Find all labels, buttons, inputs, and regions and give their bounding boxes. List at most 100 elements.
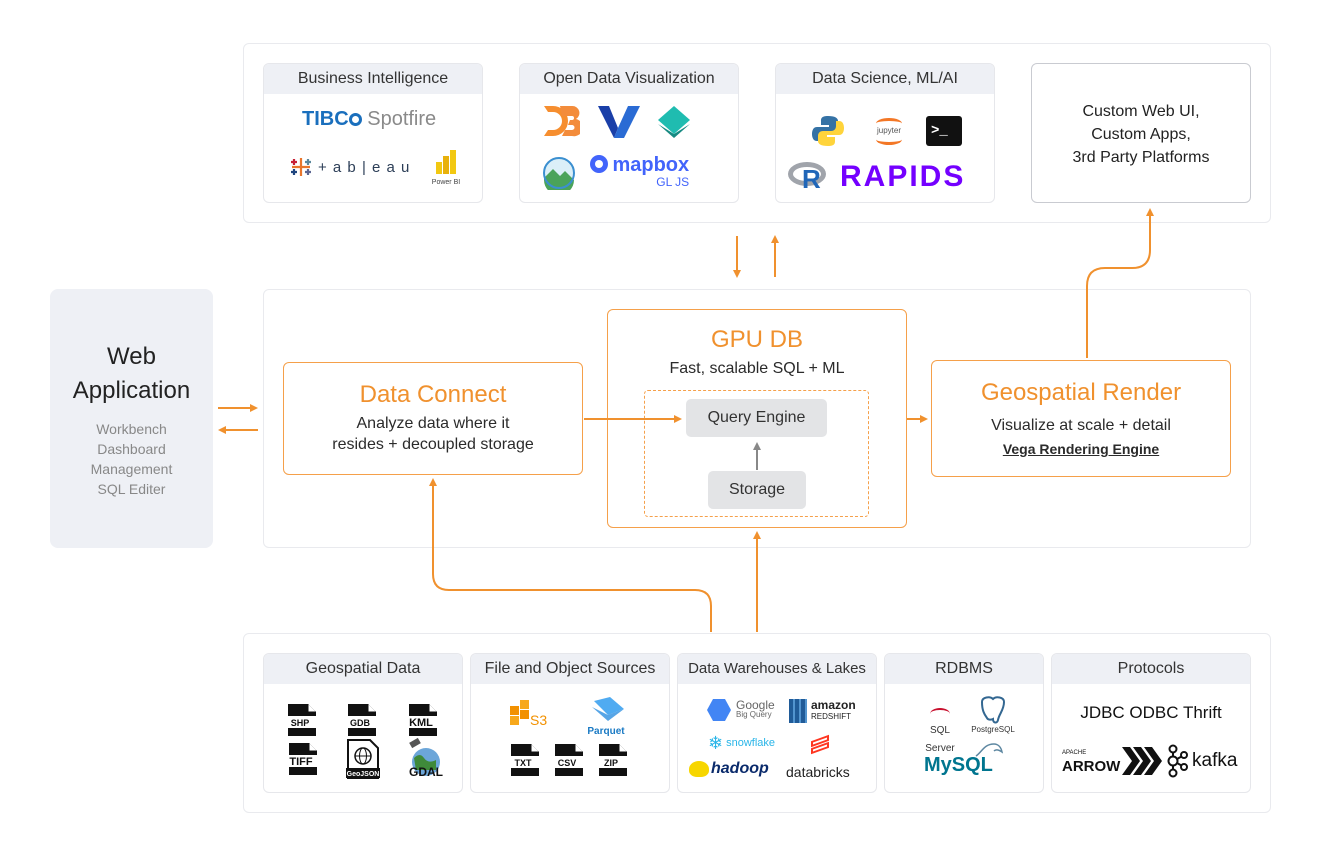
txt-file-icon: TXT (506, 743, 540, 777)
arrow-chevrons-icon (1122, 747, 1163, 775)
rapids-text: RAPIDS (840, 160, 966, 193)
odv-card: Open Data Visualization mapbox GL JS (519, 63, 739, 203)
hadoop-logo: hadoop (689, 760, 769, 778)
zip-file-icon: ZIP (594, 743, 628, 777)
sqlserver-icon (930, 708, 950, 720)
webapp-item-management: Management (90, 461, 173, 477)
kafka-logo: kafka (1166, 744, 1237, 778)
google-text: Google (736, 698, 775, 712)
webapp-item-workbench: Workbench (96, 421, 167, 437)
snowflake-logo: ❄ snowflake (708, 734, 775, 752)
kafka-text: kafka (1192, 750, 1238, 771)
bi-title: Business Intelligence (264, 64, 482, 94)
odv-title: Open Data Visualization (520, 64, 738, 94)
rdbms-title: RDBMS (885, 654, 1043, 684)
mysql-logo: MySQL (924, 740, 1014, 776)
tiff-file-icon: TIFF (284, 742, 318, 776)
bigquery-text: Big Query (736, 710, 772, 719)
data-connect-title: Data Connect (359, 381, 507, 408)
spotfire-text: Spotfire (367, 108, 437, 130)
ds-card: Data Science, ML/AI jupyter >_ R RAPIDS (775, 63, 995, 203)
maplibre-icon (543, 157, 575, 190)
redshift-logo: amazon REDSHIFT (789, 699, 856, 723)
ds-title: Data Science, ML/AI (776, 64, 994, 94)
snowflake-text: snowflake (726, 737, 776, 749)
mapbox-logo: mapbox GL JS (590, 154, 689, 189)
powerbi-text: Power BI (431, 179, 461, 186)
dw-title: Data Warehouses & Lakes (678, 654, 876, 684)
bi-card: Business Intelligence TIBC Spotfire + a … (263, 63, 483, 203)
query-engine-box: Query Engine (686, 399, 827, 437)
d3-icon (544, 105, 580, 137)
postgresql-logo: PostgreSQL (970, 696, 1016, 734)
databricks-text: databricks (786, 764, 850, 780)
data-connect-line-1: Analyze data where it (356, 415, 510, 432)
tableau-icon (291, 158, 311, 176)
web-application-box: Web Application Workbench Dashboard Mana… (50, 289, 213, 548)
data-connect-line-2: resides + decoupled storage (332, 436, 534, 453)
txt-label: TXT (515, 758, 533, 768)
zip-label: ZIP (604, 758, 618, 768)
mapbox-icon (590, 155, 608, 173)
terminal-icon: >_ (926, 116, 962, 146)
mysql-text: MySQL (924, 754, 993, 776)
protocols-text: JDBC ODBC Thrift (1080, 703, 1222, 722)
mapbox-text: mapbox (612, 154, 690, 176)
sqlserver-text: SQL Server (925, 725, 955, 754)
gljs-text: GL JS (656, 175, 690, 189)
kml-label: KML (409, 717, 433, 729)
r-logo-icon: R (788, 160, 828, 194)
apache-arrow-logo: APACHE ARROW (1062, 745, 1163, 777)
gdal-label: GDAL (409, 765, 443, 779)
tableau-logo: + a b | e a u (290, 156, 410, 178)
gpudb-subtitle: Fast, scalable SQL + ML (669, 360, 845, 377)
tiff-label: TIFF (289, 756, 312, 768)
snowflake-icon: ❄ (708, 733, 724, 753)
webapp-title-1: Web (107, 343, 156, 370)
geo-render-title: Geospatial Render (980, 379, 1182, 406)
kepler-icon (658, 106, 690, 138)
postgresql-text: PostgreSQL (971, 725, 1015, 734)
gpudb-title: GPU DB (710, 326, 803, 353)
kafka-icon (1167, 744, 1188, 778)
geo-render-subtitle: Visualize at scale + detail (991, 417, 1171, 434)
bigquery-logo: Google Big Query (707, 699, 775, 721)
postgresql-elephant-icon (980, 696, 1006, 724)
tibco-o-icon (348, 113, 362, 126)
tableau-text: + a b | e a u (318, 158, 411, 176)
storage-box: Storage (708, 471, 806, 509)
shp-file-icon: SHP (283, 703, 317, 737)
rdbms-card: RDBMS (884, 653, 1044, 793)
powerbi-logo: Power BI (429, 150, 463, 186)
hadoop-elephant-icon (689, 761, 709, 777)
file-sources-title: File and Object Sources (471, 654, 669, 684)
redshift-text: REDSHIFT (811, 712, 851, 721)
csv-file-icon: CSV (550, 743, 584, 777)
gdb-file-icon: GDB (343, 703, 377, 737)
dw-card: Data Warehouses & Lakes (677, 653, 877, 793)
parquet-icon: Parquet (587, 697, 625, 737)
custom-line-3: 3rd Party Platforms (1072, 149, 1210, 166)
databricks-icon (811, 734, 829, 756)
apache-text: APACHE (1062, 749, 1087, 756)
s3-icon: S3 (510, 700, 547, 728)
s3-label: S3 (530, 712, 547, 728)
custom-card: Custom Web UI, Custom Apps, 3rd Party Pl… (1031, 63, 1251, 203)
custom-line-2: Custom Apps, (1091, 126, 1191, 143)
gpudb-inner-dashed (644, 390, 869, 517)
vega-engine-label: Vega Rendering Engine (1002, 441, 1160, 457)
gdal-icon: GDAL (409, 737, 443, 779)
file-sources-card: File and Object Sources (470, 653, 670, 793)
data-connect-box: Data Connect Analyze data where it resid… (283, 362, 583, 475)
geojson-file-icon: GeoJSON (346, 739, 380, 779)
webapp-item-dashboard: Dashboard (97, 441, 166, 457)
sqlserver-logo: SQL Server (915, 708, 965, 756)
geo-data-title: Geospatial Data (264, 654, 462, 684)
powerbi-icon (436, 150, 456, 174)
jupyter-arc-bottom (876, 134, 902, 145)
hadoop-text: hadoop (711, 760, 769, 777)
parquet-label: Parquet (587, 726, 625, 737)
bigquery-icon (707, 699, 731, 721)
jupyter-arc-top (876, 118, 902, 129)
arrow-text: ARROW (1062, 757, 1121, 775)
